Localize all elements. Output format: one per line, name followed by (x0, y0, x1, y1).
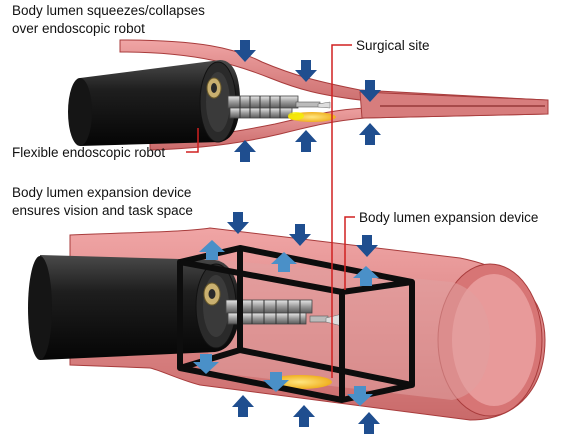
top-instrument-tip (296, 102, 320, 107)
top-instrument-arm-2 (230, 108, 292, 118)
top-instrument-arm-1 (228, 96, 298, 108)
bottom-camera-lens-center (209, 289, 216, 299)
pressure-arrow-up-5 (293, 405, 315, 427)
label-expansion-line2: ensures vision and task space (12, 202, 193, 219)
label-collapse-line1: Body lumen squeezes/collapses (12, 2, 205, 19)
top-robot-tube-end (68, 78, 92, 146)
pressure-arrow-up-6 (358, 412, 380, 434)
label-flexible-robot: Flexible endoscopic robot (12, 144, 165, 161)
pressure-arrow-up-1 (234, 140, 256, 162)
leader-surgical-site (332, 45, 352, 110)
top-surgical-site-highlight (288, 112, 304, 120)
bottom-scene-expanded-lumen (28, 212, 545, 434)
pressure-arrow-up-4 (232, 395, 254, 417)
label-expansion-device: Body lumen expansion device (359, 209, 538, 226)
collapsed-lumen-tip (360, 92, 548, 118)
label-surgical-site: Surgical site (356, 37, 430, 54)
pressure-arrow-up-3 (359, 123, 381, 145)
label-collapse-line2: over endoscopic robot (12, 20, 145, 37)
bottom-robot-tube-end (28, 256, 52, 360)
top-camera-lens-center (211, 83, 217, 93)
label-expansion-line1: Body lumen expansion device (12, 184, 191, 201)
bottom-instrument-tip (310, 316, 328, 322)
pressure-arrow-up-2 (295, 130, 317, 152)
